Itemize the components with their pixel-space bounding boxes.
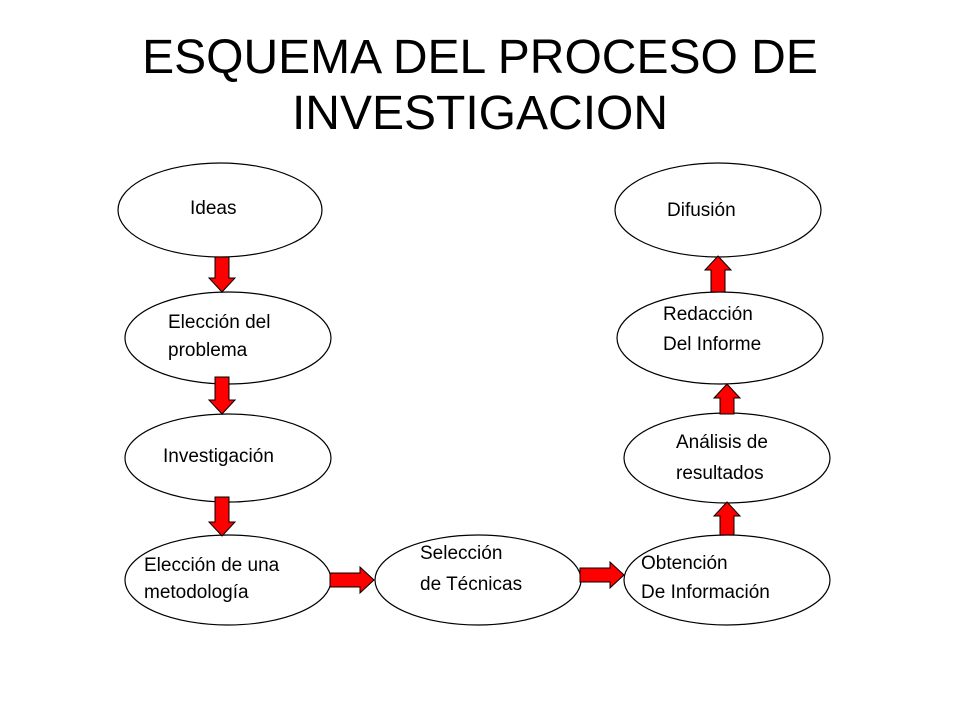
node-difusion-label: Difusión [667,200,736,221]
node-eleccion-metodologia: Elección de una metodología [124,534,332,626]
node-difusion: Difusión [614,162,822,258]
node-redaccion-informe: Redacción Del Informe [616,291,824,385]
node-obtencion-informacion: Obtención De Información [623,534,831,626]
node-analisis-resultados: Análisis de resultados [623,412,831,504]
arrow-analisis-to-redaccion [712,383,742,415]
node-obtencion-informacion-label: Obtención De Información [641,553,770,603]
title-line-1: ESQUEMA DEL PROCESO DE [142,31,818,84]
page-title: ESQUEMA DEL PROCESO DE INVESTIGACION [0,30,960,142]
title-line-2: INVESTIGACION [291,87,669,140]
arrow-obtencion-to-analisis [712,501,742,536]
node-seleccion-tecnicas: Selección de Técnicas [374,534,582,626]
arrow-ideas-to-eleccion [207,256,237,293]
node-analisis-resultados-label: Análisis de resultados [676,432,773,484]
node-eleccion-metodologia-label: Elección de una metodología [144,555,285,603]
arrow-eleccion-to-investigacion [207,376,237,415]
node-eleccion-problema-label: Elección del problema [168,312,276,361]
node-redaccion-informe-label: Redacción Del Informe [663,304,761,355]
node-seleccion-tecnicas-label: Selección de Técnicas [420,543,522,595]
node-ideas: Ideas [117,162,323,258]
node-investigacion-label: Investigación [163,446,274,467]
arrows-group [207,255,742,595]
node-eleccion-problema: Elección del problema [124,291,332,385]
arrow-seleccion-to-obtencion [579,560,625,590]
node-ideas-label: Ideas [190,198,236,219]
arrow-investigacion-to-metodologia [207,496,237,537]
arrow-metodologia-to-seleccion [329,565,375,595]
arrow-redaccion-to-difusion [703,255,733,293]
node-investigacion: Investigación [124,413,332,503]
